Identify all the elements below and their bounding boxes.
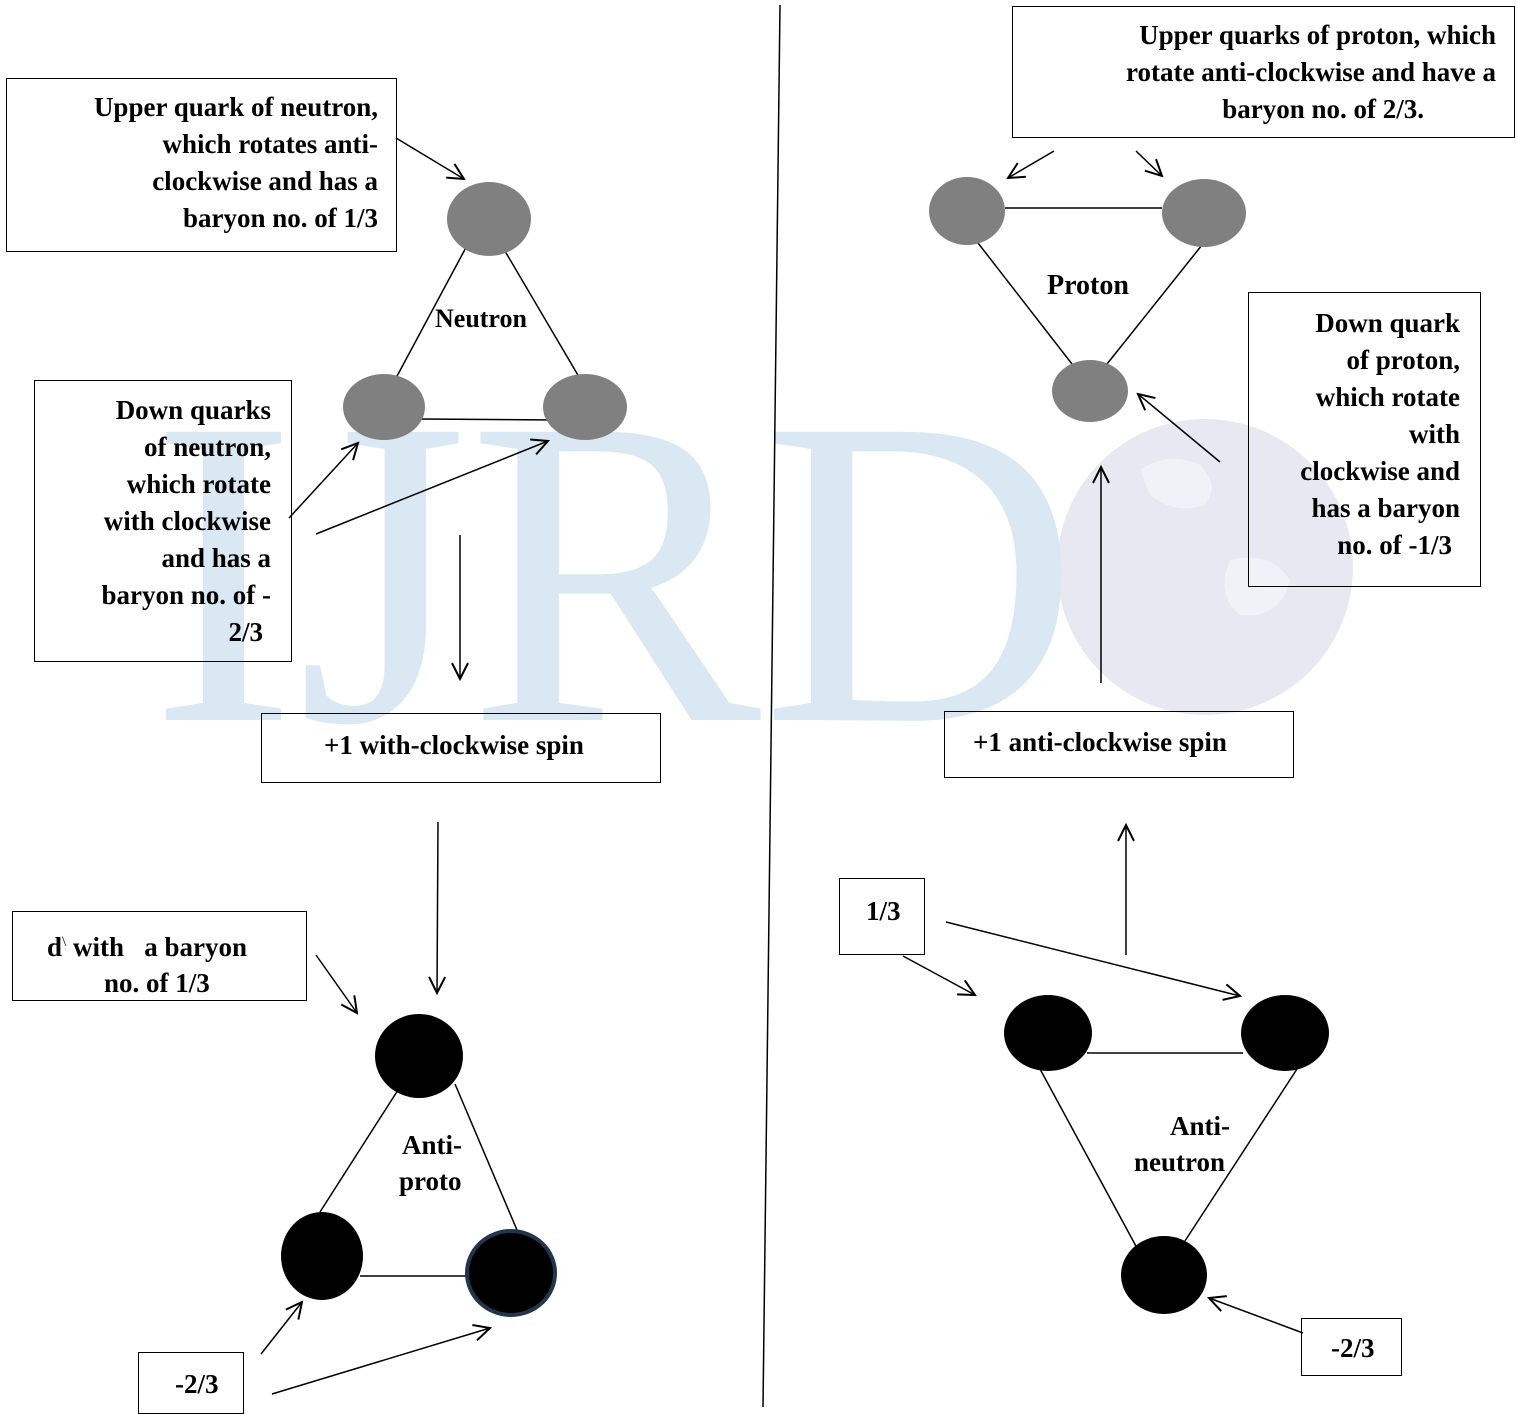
neutron-down-note-line: and has a (161, 543, 271, 573)
proton-down-quark (1052, 360, 1128, 422)
antiproton-d-note-line1: d\ with a baryon (47, 932, 247, 962)
neutron-down-note-line: baryon no. of - (101, 580, 271, 610)
neutron-upper-quark (447, 182, 531, 256)
neutron-down-note-line: 2/3 (228, 617, 263, 647)
proton-spin-box: +1 anti-clockwise spin (944, 711, 1294, 778)
proton-upper-note-box: Upper quarks of proton, which rotate ant… (1012, 6, 1515, 138)
antiproton-d-note-box: d\ with a baryon no. of 1/3 (12, 911, 307, 1001)
antiproton-label-1: Anti- (402, 1130, 462, 1160)
neutron-down-note-line: which rotate (126, 469, 271, 499)
proton-group: Proton (929, 150, 1246, 683)
proton-down-note-line: clockwise and (1300, 456, 1460, 486)
antiproton-quark-left (281, 1212, 363, 1300)
proton-label: Proton (1047, 270, 1129, 301)
antiproton-d-note-line2: no. of 1/3 (104, 968, 210, 998)
antineutron-bottom-arrow (1209, 1298, 1304, 1334)
antineutron-group: Anti- neutron (902, 921, 1329, 1334)
neutron-upper-note-line: Upper quark of neutron, (93, 92, 378, 122)
neutron-spin-text: +1 with-clockwise spin (324, 730, 584, 760)
proton-down-note-line: has a baryon (1311, 493, 1460, 523)
neutron-down-arrow-right (315, 441, 548, 535)
proton-down-note-line: with (1408, 419, 1460, 449)
neutron-down-quark-left (343, 374, 425, 440)
antineutron-bottom-note-text: -2/3 (1331, 1333, 1375, 1363)
proton-down-note-box: Down quark of proton, which rotate with … (1248, 292, 1481, 587)
neutron-spin-box: +1 with-clockwise spin (261, 713, 661, 783)
neutron-down-arrow-left (288, 443, 358, 519)
neutron-down-note-line: Down quarks (115, 395, 271, 425)
antiproton-d-arrow (315, 954, 357, 1013)
proton-upper-quark-left (929, 177, 1005, 245)
antineutron-top-arrow-left (902, 955, 975, 995)
proton-upper-note-line: rotate anti-clockwise and have a (1126, 57, 1496, 87)
antineutron-quark-right (1241, 995, 1329, 1071)
d-quark-symbol: d (47, 932, 63, 962)
antiproton-bottom-arrow-left (260, 1302, 302, 1355)
watermark-globe (1057, 419, 1353, 715)
neutron-upper-note-line: which rotates anti- (162, 129, 379, 159)
neutron-down-note-line: of neutron, (143, 432, 271, 462)
proton-down-note-line: which rotate (1315, 382, 1460, 412)
proton-down-note-line: no. of -1/3 (1337, 530, 1452, 560)
neutron-upper-note-box: Upper quark of neutron, which rotates an… (6, 78, 397, 252)
neutron-down-note-line: with clockwise (103, 506, 271, 536)
neutron-group: Neutron (288, 137, 627, 679)
neutron-down-note-box: Down quarks of neutron, which rotate wit… (34, 380, 292, 662)
antiproton-bottom-note-box: -2/3 (138, 1352, 244, 1414)
proton-spin-text: +1 anti-clockwise spin (973, 727, 1227, 757)
antineutron-top-note-box: 1/3 (839, 878, 925, 955)
proton-down-arrow (1138, 394, 1221, 463)
proton-upper-note-line: baryon no. of 2/3. (1222, 94, 1424, 124)
proton-upper-note-line: Upper quarks of proton, which (1139, 20, 1496, 50)
antineutron-top-arrow-right (945, 921, 1240, 996)
neutron-upper-note-line: baryon no. of 1/3 (182, 203, 378, 233)
antineutron-label-2: neutron (1134, 1147, 1225, 1177)
neutron-label: Neutron (435, 304, 528, 333)
antineutron-bottom-note-box: -2/3 (1301, 1318, 1402, 1376)
antineutron-label-1: Anti- (1170, 1111, 1230, 1141)
antineutron-top-note-text: 1/3 (866, 896, 901, 926)
antiproton-group: Anti- proto (260, 954, 557, 1395)
proton-upper-quark-right (1162, 179, 1246, 247)
neutron-to-antiproton-arrow (437, 821, 438, 993)
proton-upper-arrow-left (1008, 150, 1055, 178)
antiproton-bottom-arrow-right (271, 1328, 490, 1395)
antiproton-bottom-note-text: -2/3 (175, 1369, 219, 1399)
neutron-upper-note-line: clockwise and has a (152, 166, 378, 196)
antiproton-quark-right (465, 1229, 557, 1317)
neutron-upper-arrow (395, 137, 464, 179)
proton-upper-arrow-right (1135, 150, 1162, 176)
neutron-down-quark-right (543, 374, 627, 440)
antiproton-upper-quark (375, 1014, 463, 1098)
d-quark-superscript: \ (62, 934, 67, 950)
proton-down-note-line: of proton, (1346, 345, 1460, 375)
divider-line (762, 4, 781, 1407)
antineutron-quark-left (1004, 995, 1092, 1071)
proton-down-note-line: Down quark (1315, 308, 1460, 338)
antineutron-bottom-quark (1121, 1236, 1207, 1314)
antiproton-label-2: proto (399, 1166, 462, 1196)
